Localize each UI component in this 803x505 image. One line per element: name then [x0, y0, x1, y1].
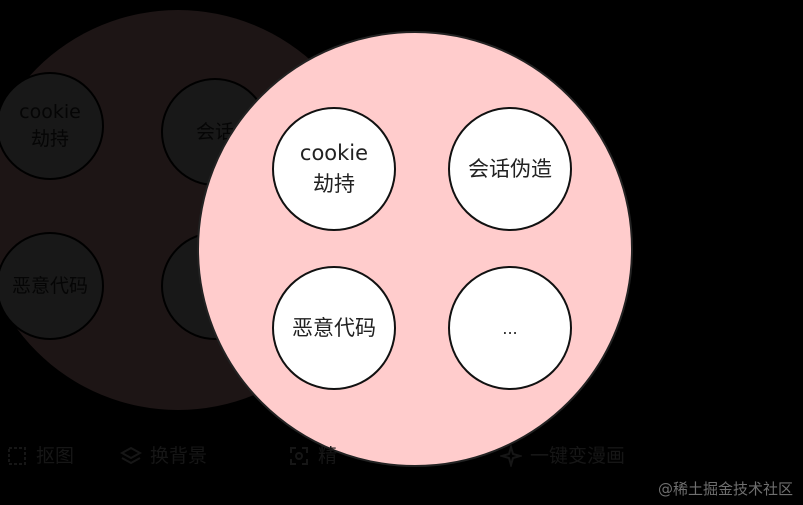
- change-background-button[interactable]: 换背景: [120, 444, 207, 468]
- node-label: 会话伪造: [468, 156, 552, 181]
- cutout-icon: [8, 447, 26, 465]
- node-label: 恶意代码: [292, 315, 376, 340]
- cutout-label: 抠图: [36, 445, 75, 467]
- node-more: ...: [448, 266, 572, 390]
- ghost-node-malicious: 恶意代码: [0, 232, 104, 340]
- node-label: ...: [502, 318, 518, 338]
- enhance-button[interactable]: 精: [288, 444, 337, 468]
- node-cookie-hijack: cookie劫持: [272, 107, 396, 231]
- node-session-forgery: 会话伪造: [448, 107, 572, 231]
- layers-icon: [120, 446, 142, 465]
- sparkle-icon: [500, 445, 522, 467]
- node-malicious-code: 恶意代码: [272, 266, 396, 390]
- ghost-node-label: 恶意代码: [12, 274, 89, 297]
- enhance-label: 精: [318, 445, 338, 467]
- cutout-button[interactable]: 抠图: [6, 444, 74, 468]
- ghost-node-label: 会话: [195, 120, 234, 143]
- attack-types-circle: [197, 31, 633, 467]
- watermark: @稀土掘金技术社区: [657, 480, 793, 498]
- comic-button[interactable]: 一键变漫画: [500, 444, 625, 468]
- comic-label: 一键变漫画: [530, 445, 626, 467]
- image-toolbar: 抠图 换背景 精 一键变漫画: [0, 436, 803, 476]
- ghost-node-cookie: cookie劫持: [0, 72, 104, 180]
- change-background-label: 换背景: [150, 445, 208, 467]
- ghost-node-label: cookie劫持: [19, 101, 81, 150]
- node-label: cookie劫持: [299, 141, 369, 196]
- scan-icon: [290, 447, 308, 465]
